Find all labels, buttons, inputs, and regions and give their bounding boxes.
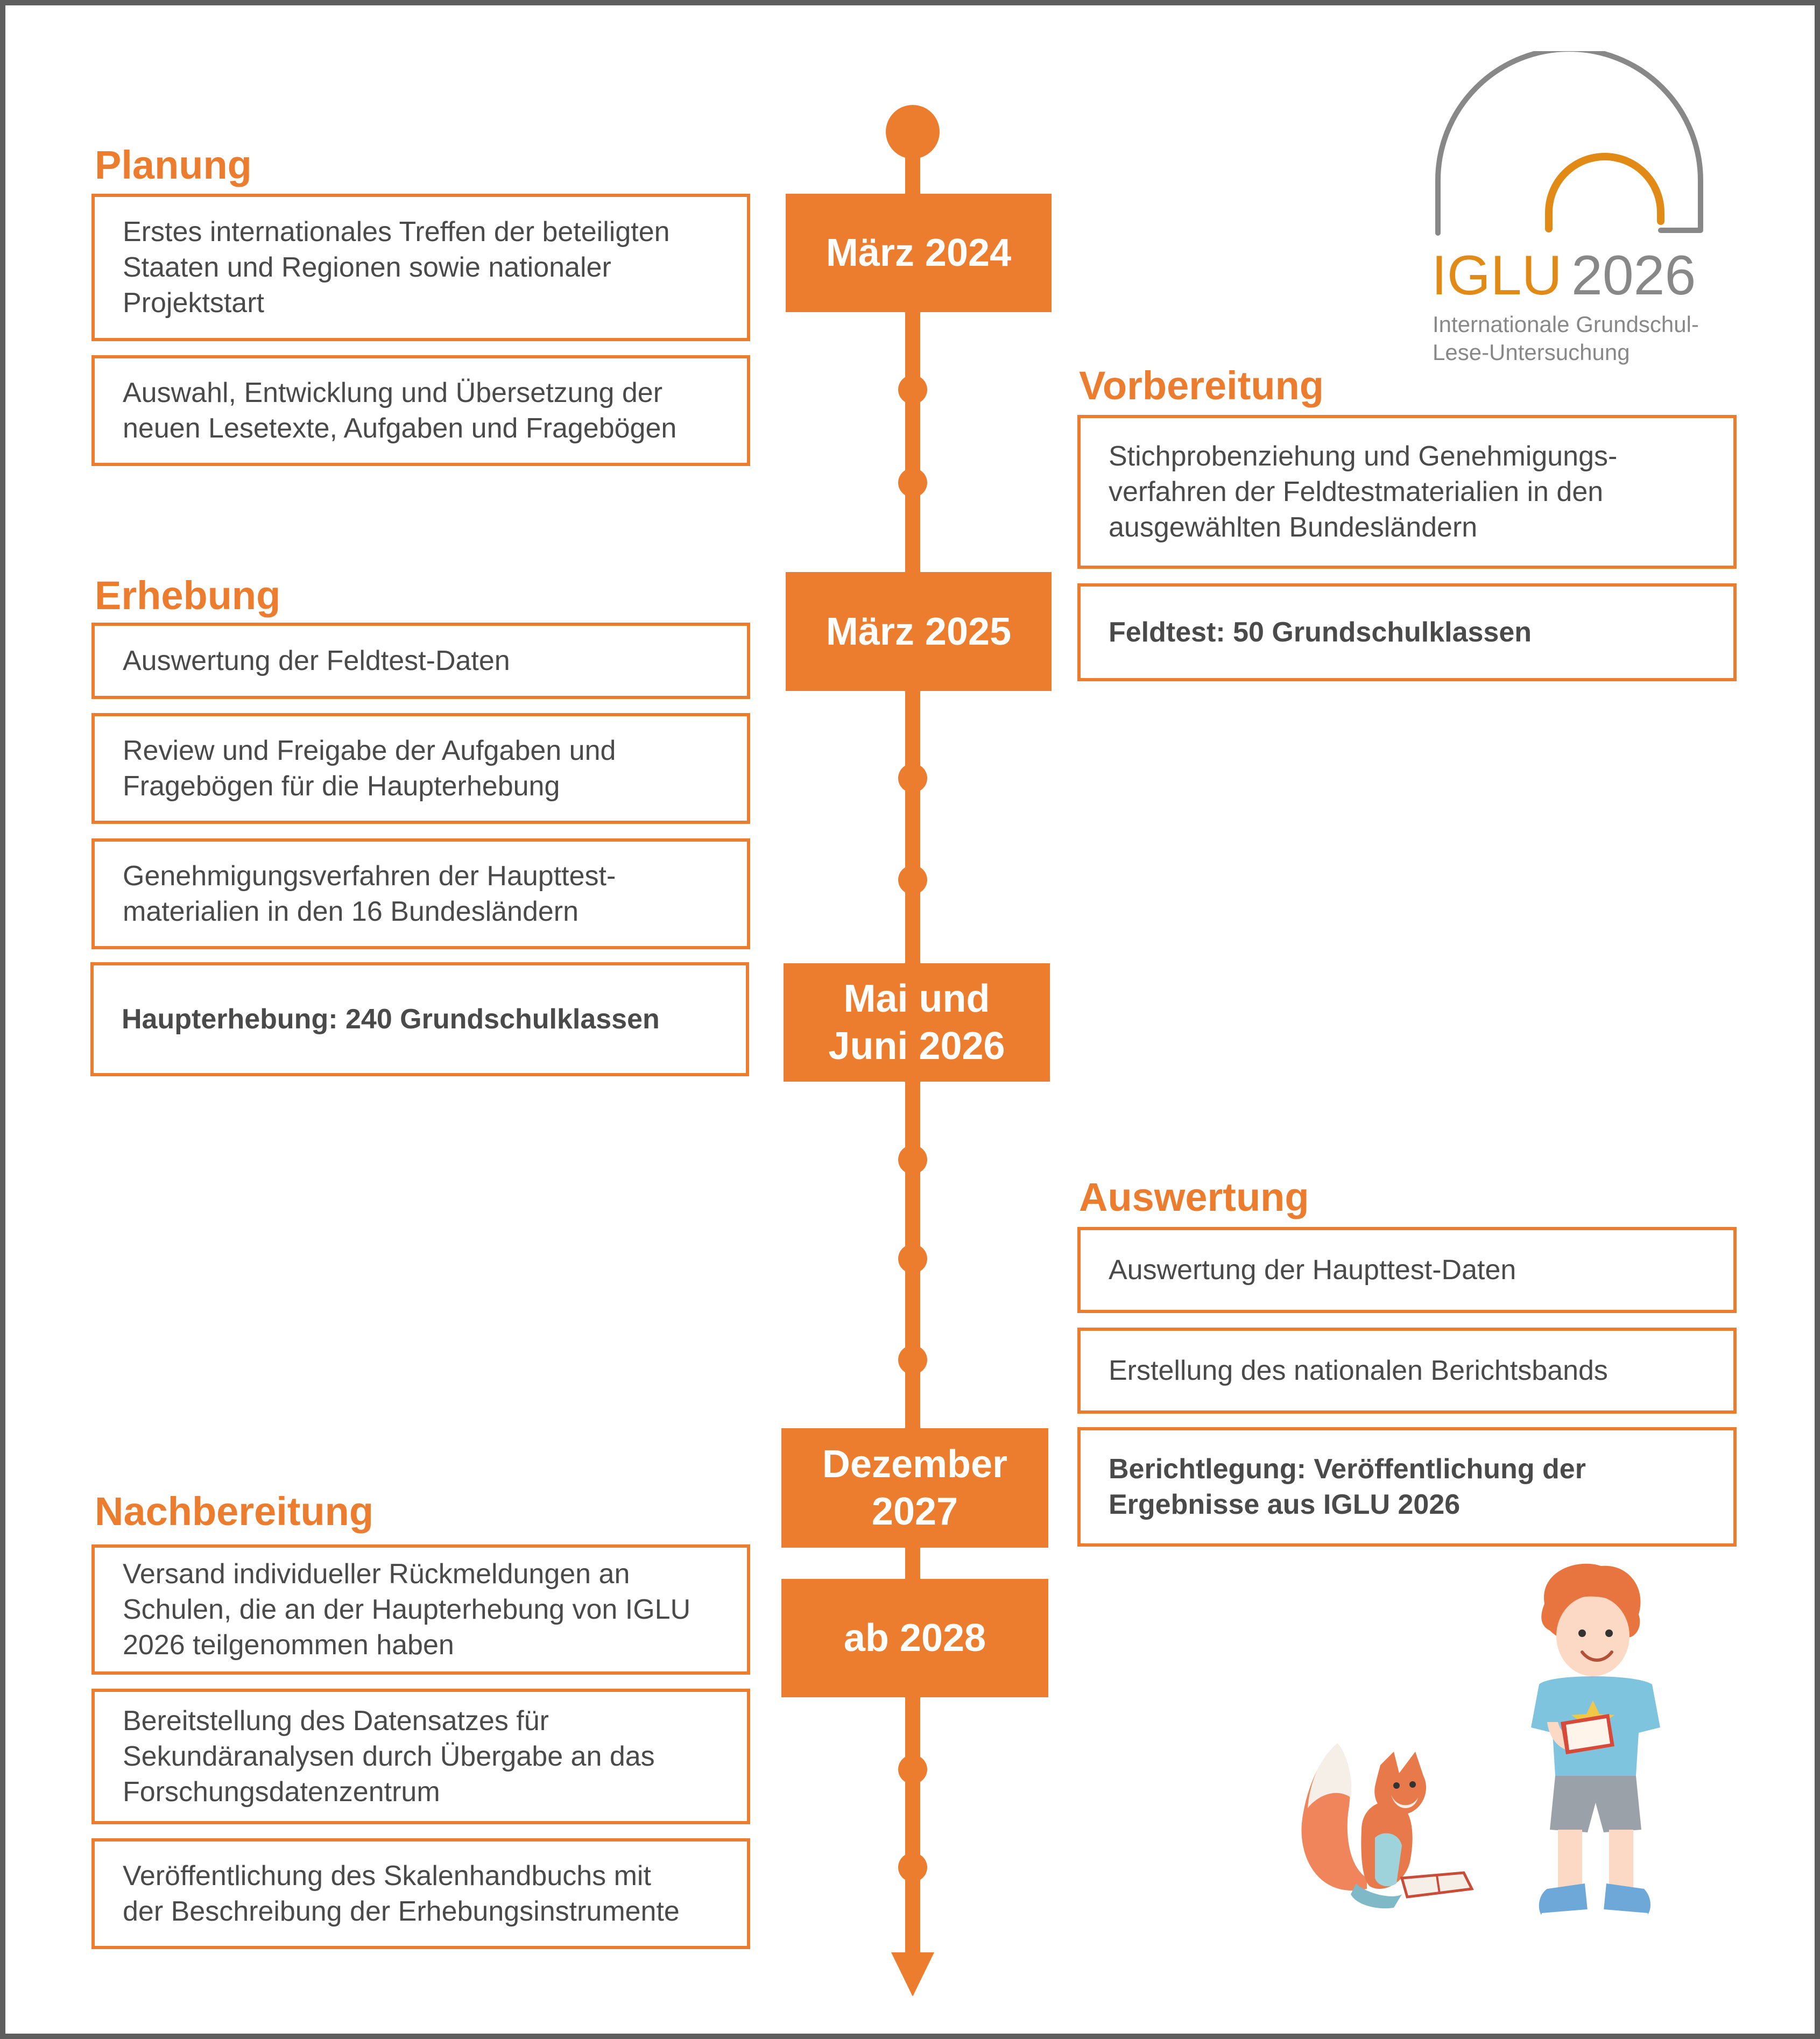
date-marker-mai-juni-2026: Mai und Juni 2026: [784, 963, 1050, 1082]
milestone-box: Haupterhebung: 240 Grundschulklassen: [90, 962, 749, 1076]
phase-heading-auswertung: Auswertung: [1079, 1175, 1309, 1219]
date-marker-dezember-2027: Dezember 2027: [781, 1428, 1048, 1548]
task-box: Versand individueller Rückmeldungen an S…: [91, 1544, 750, 1675]
timeline-arrow-icon: [891, 1952, 934, 1996]
timeline-dot: [898, 1145, 927, 1174]
task-box: Genehmigungsverfahren der Haupttest- mat…: [91, 838, 750, 949]
phase-heading-planung: Planung: [95, 143, 252, 187]
timeline-dot: [898, 1853, 927, 1882]
logo-arcs-icon: [1435, 51, 1703, 236]
logo-subtitle-line2: Lese-Untersuchung: [1433, 340, 1630, 365]
timeline-dot: [898, 865, 927, 894]
task-box: Auswertung der Haupttest-Daten: [1077, 1227, 1737, 1313]
timeline-start-dot: [886, 105, 940, 159]
timeline-dot: [898, 1345, 927, 1374]
phase-heading-erhebung: Erhebung: [95, 573, 281, 618]
task-box: Stichprobenziehung und Genehmigungs- ver…: [1077, 415, 1737, 569]
date-marker-maerz-2025: März 2025: [786, 572, 1052, 691]
phase-heading-vorbereitung: Vorbereitung: [1079, 363, 1324, 408]
task-box: Veröffentlichung des Skalenhandbuchs mit…: [91, 1838, 750, 1949]
milestone-box: Feldtest: 50 Grundschulklassen: [1077, 583, 1737, 681]
task-box: Erstes internationales Treffen der betei…: [91, 194, 750, 341]
logo-brand: IGLU: [1431, 244, 1562, 307]
task-box: Auswertung der Feldtest-Daten: [91, 623, 750, 699]
date-marker-maerz-2024: März 2024: [786, 194, 1052, 312]
timeline-dot: [898, 468, 927, 497]
child-reading-icon: [1531, 1563, 1660, 1920]
task-box: Bereitstellung des Datensatzes für Sekun…: [91, 1689, 750, 1824]
timeline-dot: [898, 764, 927, 793]
phase-heading-nachbereitung: Nachbereitung: [95, 1489, 374, 1534]
task-box: Auswahl, Entwicklung und Übersetzung der…: [91, 355, 750, 466]
task-box: Erstellung des nationalen Berichtsbands: [1077, 1328, 1737, 1414]
date-marker-ab-2028: ab 2028: [781, 1579, 1048, 1697]
logo-subtitle-line1: Internationale Grundschul-: [1433, 312, 1699, 337]
timeline-dot: [898, 375, 927, 404]
logo-year: 2026: [1571, 244, 1696, 307]
timeline-dot: [898, 1755, 927, 1784]
task-box: Review und Freigabe der Aufgaben und Fra…: [91, 713, 750, 824]
fox-reading-icon: [1301, 1744, 1474, 1909]
milestone-box: Berichtlegung: Veröffentlichung der Erge…: [1077, 1427, 1737, 1547]
timeline-dot: [898, 1244, 927, 1273]
